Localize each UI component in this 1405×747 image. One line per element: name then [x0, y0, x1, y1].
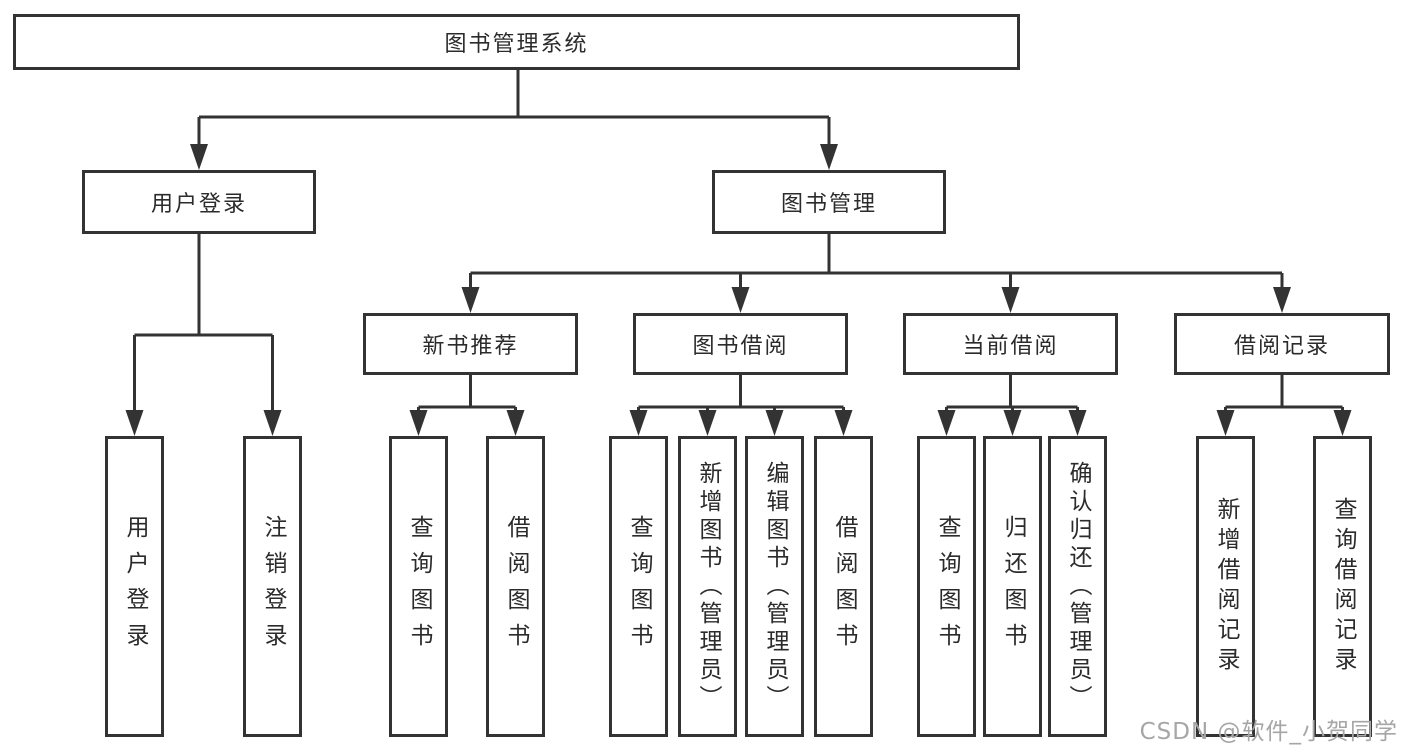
node-current-query-books: 查询图书	[917, 436, 976, 737]
node-borrow-edit-books-admin: 编辑图书（管理员）	[745, 436, 804, 737]
node-borrow-add-books-admin-label: 新增图书（管理员）	[695, 460, 721, 713]
node-borrow-query-books-label: 查询图书	[626, 514, 652, 659]
node-borrow-borrow-books: 借阅图书	[814, 436, 873, 737]
arrowhead	[1333, 410, 1352, 436]
node-login-logout: 注销登录	[243, 436, 302, 737]
node-borrow-add-books-admin: 新增图书（管理员）	[678, 436, 737, 737]
connector-login-to-leaves	[133, 234, 274, 412]
arrowhead	[263, 410, 282, 436]
connector-mgmt-to-level3	[469, 234, 1284, 289]
arrowhead	[834, 410, 853, 436]
node-borrow-records-label: 借阅记录	[1233, 334, 1330, 359]
csdn-watermark: CSDN @软件_小贺同学	[1139, 719, 1398, 745]
arrowhead	[629, 410, 648, 436]
arrowhead	[409, 410, 428, 436]
arrowhead	[190, 144, 208, 170]
node-current-return-books: 归还图书	[983, 436, 1042, 737]
node-book-management-label: 图书管理	[780, 192, 877, 217]
arrowhead	[1216, 410, 1235, 436]
node-current-confirm-return-admin: 确认归还（管理员）	[1048, 436, 1107, 737]
node-borrow-records: 借阅记录	[1174, 313, 1390, 375]
node-current-query-books-label: 查询图书	[934, 514, 960, 659]
arrowhead	[820, 144, 838, 170]
node-newbook-borrow-books: 借阅图书	[486, 436, 545, 737]
node-current-confirm-return-admin-label: 确认归还（管理员）	[1065, 460, 1091, 713]
arrowhead	[1003, 410, 1022, 436]
arrowhead	[461, 287, 480, 313]
arrowhead	[1068, 410, 1087, 436]
node-records-query-record-label: 查询借阅记录	[1330, 496, 1356, 677]
connector-newbook-to-leaves	[417, 375, 517, 412]
connector-root-to-level2	[197, 70, 831, 146]
node-user-login: 用户登录	[82, 170, 316, 234]
connector-current-to-leaves	[945, 375, 1079, 412]
arrowhead	[765, 410, 784, 436]
node-records-add-record: 新增借阅记录	[1196, 436, 1255, 737]
arrowhead	[1001, 287, 1020, 313]
node-library-system: 图书管理系统	[13, 14, 1020, 70]
node-new-book-recommend-label: 新书推荐	[422, 334, 519, 359]
node-newbook-query-books: 查询图书	[389, 436, 448, 737]
node-new-book-recommend: 新书推荐	[363, 313, 578, 375]
node-records-add-record-label: 新增借阅记录	[1213, 496, 1239, 677]
node-login-user-login: 用户登录	[105, 436, 164, 737]
node-current-borrow: 当前借阅	[903, 313, 1118, 375]
node-borrow-borrow-books-label: 借阅图书	[831, 514, 857, 659]
node-records-query-record: 查询借阅记录	[1313, 436, 1372, 737]
node-borrow-query-books: 查询图书	[609, 436, 668, 737]
connector-borrow-to-leaves	[637, 375, 845, 412]
node-current-borrow-label: 当前借阅	[962, 334, 1059, 359]
node-book-borrow: 图书借阅	[633, 313, 848, 375]
arrowhead	[125, 410, 144, 436]
arrowhead	[698, 410, 717, 436]
node-newbook-query-books-label: 查询图书	[406, 514, 432, 659]
arrowhead	[506, 410, 525, 436]
node-book-borrow-label: 图书借阅	[692, 334, 789, 359]
node-library-system-label: 图书管理系统	[444, 32, 589, 57]
arrowhead	[937, 410, 956, 436]
node-borrow-edit-books-admin-label: 编辑图书（管理员）	[762, 460, 788, 713]
node-book-management: 图书管理	[712, 170, 946, 234]
connector-records-to-leaves	[1224, 375, 1344, 412]
arrowhead	[1273, 287, 1291, 313]
node-current-return-books-label: 归还图书	[1000, 514, 1026, 659]
node-newbook-borrow-books-label: 借阅图书	[503, 514, 529, 659]
node-login-user-login-label: 用户登录	[122, 514, 148, 659]
node-user-login-label: 用户登录	[150, 192, 247, 217]
node-login-logout-label: 注销登录	[260, 514, 286, 659]
arrowhead	[731, 287, 750, 313]
